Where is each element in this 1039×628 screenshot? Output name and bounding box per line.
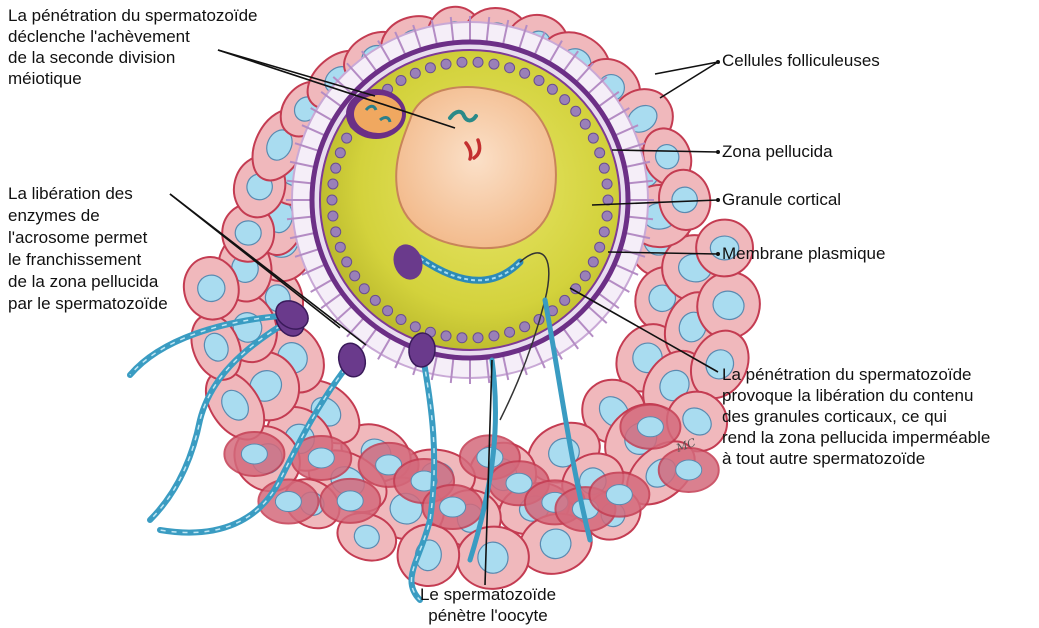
cortical-granule [335,242,345,252]
label-plasma-membrane: Membrane plasmique [722,243,885,264]
line: enzymes de [8,205,168,227]
cortical-granule [441,331,451,341]
cortical-granule [560,295,570,305]
cortical-granule [350,271,360,281]
cortical-granule [331,163,341,173]
label-sperm-enters: Le spermatozoïde pénètre l'oocyte [388,584,588,626]
line: pénètre l'oocyte [388,605,588,626]
cortical-granule [425,63,435,73]
follicle-cell-nucleus [235,220,262,245]
label-cortical-granule: Granule cortical [722,189,841,210]
line: de la zona pellucida [8,271,168,293]
line: le franchissement [8,249,168,271]
label-acrosome: La libération des enzymes de l'acrosome … [8,183,168,315]
line: La pénétration du spermatozoïde [8,5,258,26]
cortical-granule [580,271,590,281]
cortical-granule [441,59,451,69]
cortical-granule [331,227,341,237]
cortical-granule [534,75,544,85]
cortical-granule [327,195,337,205]
cortical-granule [595,242,605,252]
follicle-cell-nucleus [275,492,301,512]
line: des granules corticaux, ce qui [722,406,990,427]
cortical-granule [505,63,515,73]
cortical-granule [588,257,598,267]
cortical-granule [473,57,483,67]
line: à tout autre spermatozoïde [722,448,990,469]
follicle-cell-nucleus [676,460,702,480]
cortical-granule [396,315,406,325]
cortical-granule [457,333,467,343]
line: provoque la libération du contenu [722,385,990,406]
line: La pénétration du spermatozoïde [722,364,990,385]
cortical-granule [328,179,338,189]
follicle-cell-nucleus [506,473,532,493]
line: Le spermatozoïde [388,584,588,605]
cortical-granule [335,148,345,158]
cortical-granule [560,95,570,105]
cortical-granule [520,322,530,332]
cortical-granule [599,163,609,173]
follicle-cell-nucleus [308,448,334,468]
line: de la seconde division [8,47,258,68]
label-cortical-reaction: La pénétration du spermatozoïde provoque… [722,364,990,469]
cortical-granule [342,133,352,143]
cortical-granule [520,68,530,78]
cortical-granule [383,306,393,316]
cortical-granule [602,179,612,189]
follicle-cell-nucleus [637,417,663,437]
cortical-granule [602,211,612,221]
cortical-granule [328,211,338,221]
cortical-granule [588,133,598,143]
cortical-granule [457,57,467,67]
cortical-granule [342,257,352,267]
cortical-granule [571,106,581,116]
follicle-cell-nucleus [606,485,632,505]
follicle-cell-nucleus [337,491,363,511]
line: par le spermatozoïde [8,293,168,315]
label-zona-pellucida: Zona pellucida [722,141,833,162]
cortical-granule [473,333,483,343]
label-penetration-meiosis: La pénétration du spermatozoïde déclench… [8,5,258,89]
follicle-cell-nucleus [241,444,267,464]
cortical-granule [595,148,605,158]
cortical-granule [547,84,557,94]
cortical-granule [489,59,499,69]
line: méiotique [8,68,258,89]
line: La libération des [8,183,168,205]
cortical-granule [489,331,499,341]
oocyte-nucleus [396,87,556,248]
follicle-cell-nucleus [440,497,466,517]
line: l'acrosome permet [8,227,168,249]
cortical-granule [410,68,420,78]
cortical-granule [505,327,515,337]
cortical-granule [370,295,380,305]
label-follicle-cells: Cellules folliculeuses [722,50,880,71]
line: déclenche l'achèvement [8,26,258,47]
second-polar-body [346,89,406,139]
cortical-granule [359,284,369,294]
cortical-granule [410,322,420,332]
cortical-granule [580,119,590,129]
cortical-granule [396,75,406,85]
line: rend la zona pellucida imperméable [722,427,990,448]
cortical-granule [599,227,609,237]
